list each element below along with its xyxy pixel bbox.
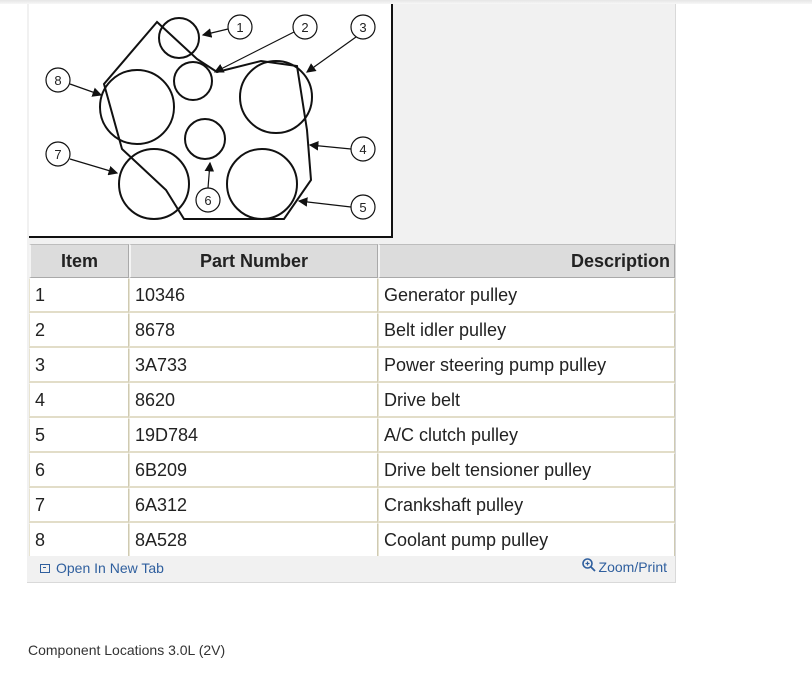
cell-part-number: 10346 [129, 278, 378, 313]
cell-description: Coolant pump pulley [378, 523, 675, 558]
cell-item: 5 [29, 418, 129, 453]
callout-5: 5 [359, 200, 366, 215]
zoom-print-link[interactable]: Zoom/Print [581, 557, 667, 576]
cell-item: 1 [29, 278, 129, 313]
belt-routing-diagram: 1 2 3 4 5 6 7 8 [29, 4, 393, 238]
cell-part-number: 8A528 [129, 523, 378, 558]
table-row: 5 19D784 A/C clutch pulley [29, 418, 675, 453]
table-row: 1 10346 Generator pulley [29, 278, 675, 313]
cell-part-number: 8620 [129, 383, 378, 418]
figure-footer-bar [27, 556, 675, 582]
table-row: 3 3A733 Power steering pump pulley [29, 348, 675, 383]
cell-description: Crankshaft pulley [378, 488, 675, 523]
cell-part-number: 19D784 [129, 418, 378, 453]
cell-item: 7 [29, 488, 129, 523]
crankshaft-pulley [118, 148, 190, 220]
coolant-pump-pulley [99, 69, 175, 145]
zoom-icon [581, 557, 597, 576]
cell-item: 8 [29, 523, 129, 558]
open-in-new-tab-label: Open In New Tab [56, 560, 164, 576]
cell-description: Drive belt [378, 383, 675, 418]
table-row: 4 8620 Drive belt [29, 383, 675, 418]
page-top-shadow [0, 0, 812, 4]
callout-7: 7 [54, 147, 61, 162]
table-row: 2 8678 Belt idler pulley [29, 313, 675, 348]
header-part-number: Part Number [129, 244, 378, 278]
cell-part-number: 6B209 [129, 453, 378, 488]
cell-description: Power steering pump pulley [378, 348, 675, 383]
callout-3: 3 [359, 20, 366, 35]
table-row: 7 6A312 Crankshaft pulley [29, 488, 675, 523]
cell-part-number: 6A312 [129, 488, 378, 523]
cell-description: Generator pulley [378, 278, 675, 313]
cell-description: Drive belt tensioner pulley [378, 453, 675, 488]
ac-clutch-pulley [226, 148, 298, 220]
generator-pulley [158, 17, 200, 59]
drive-belt-path [102, 20, 313, 220]
table-row: 6 6B209 Drive belt tensioner pulley [29, 453, 675, 488]
callout-8: 8 [54, 73, 61, 88]
table-row: 8 8A528 Coolant pump pulley [29, 523, 675, 558]
callout-4: 4 [359, 142, 366, 157]
cell-item: 4 [29, 383, 129, 418]
panel-gap [27, 238, 675, 244]
cell-item: 2 [29, 313, 129, 348]
callout-2: 2 [301, 20, 308, 35]
table-header-row: Item Part Number Description [29, 244, 675, 278]
cell-item: 6 [29, 453, 129, 488]
tensioner-pulley [184, 118, 226, 160]
open-in-new-tab-link[interactable]: Open In New Tab [40, 560, 164, 576]
header-description: Description [378, 244, 675, 278]
parts-table: Item Part Number Description 1 10346 Gen… [29, 244, 675, 558]
cell-part-number: 8678 [129, 313, 378, 348]
cell-description: Belt idler pulley [378, 313, 675, 348]
header-item: Item [29, 244, 129, 278]
power-steering-pulley [239, 60, 313, 134]
figure-panel: 1 2 3 4 5 6 7 8 Item Part Number Descrip… [27, 4, 676, 583]
callout-6: 6 [204, 193, 211, 208]
cell-description: A/C clutch pulley [378, 418, 675, 453]
callout-1: 1 [236, 20, 243, 35]
figure-caption: Component Locations 3.0L (2V) [28, 642, 226, 658]
zoom-print-label: Zoom/Print [598, 558, 667, 575]
cell-item: 3 [29, 348, 129, 383]
cell-part-number: 3A733 [129, 348, 378, 383]
belt-idler-pulley [173, 61, 213, 101]
new-tab-icon [40, 563, 50, 573]
